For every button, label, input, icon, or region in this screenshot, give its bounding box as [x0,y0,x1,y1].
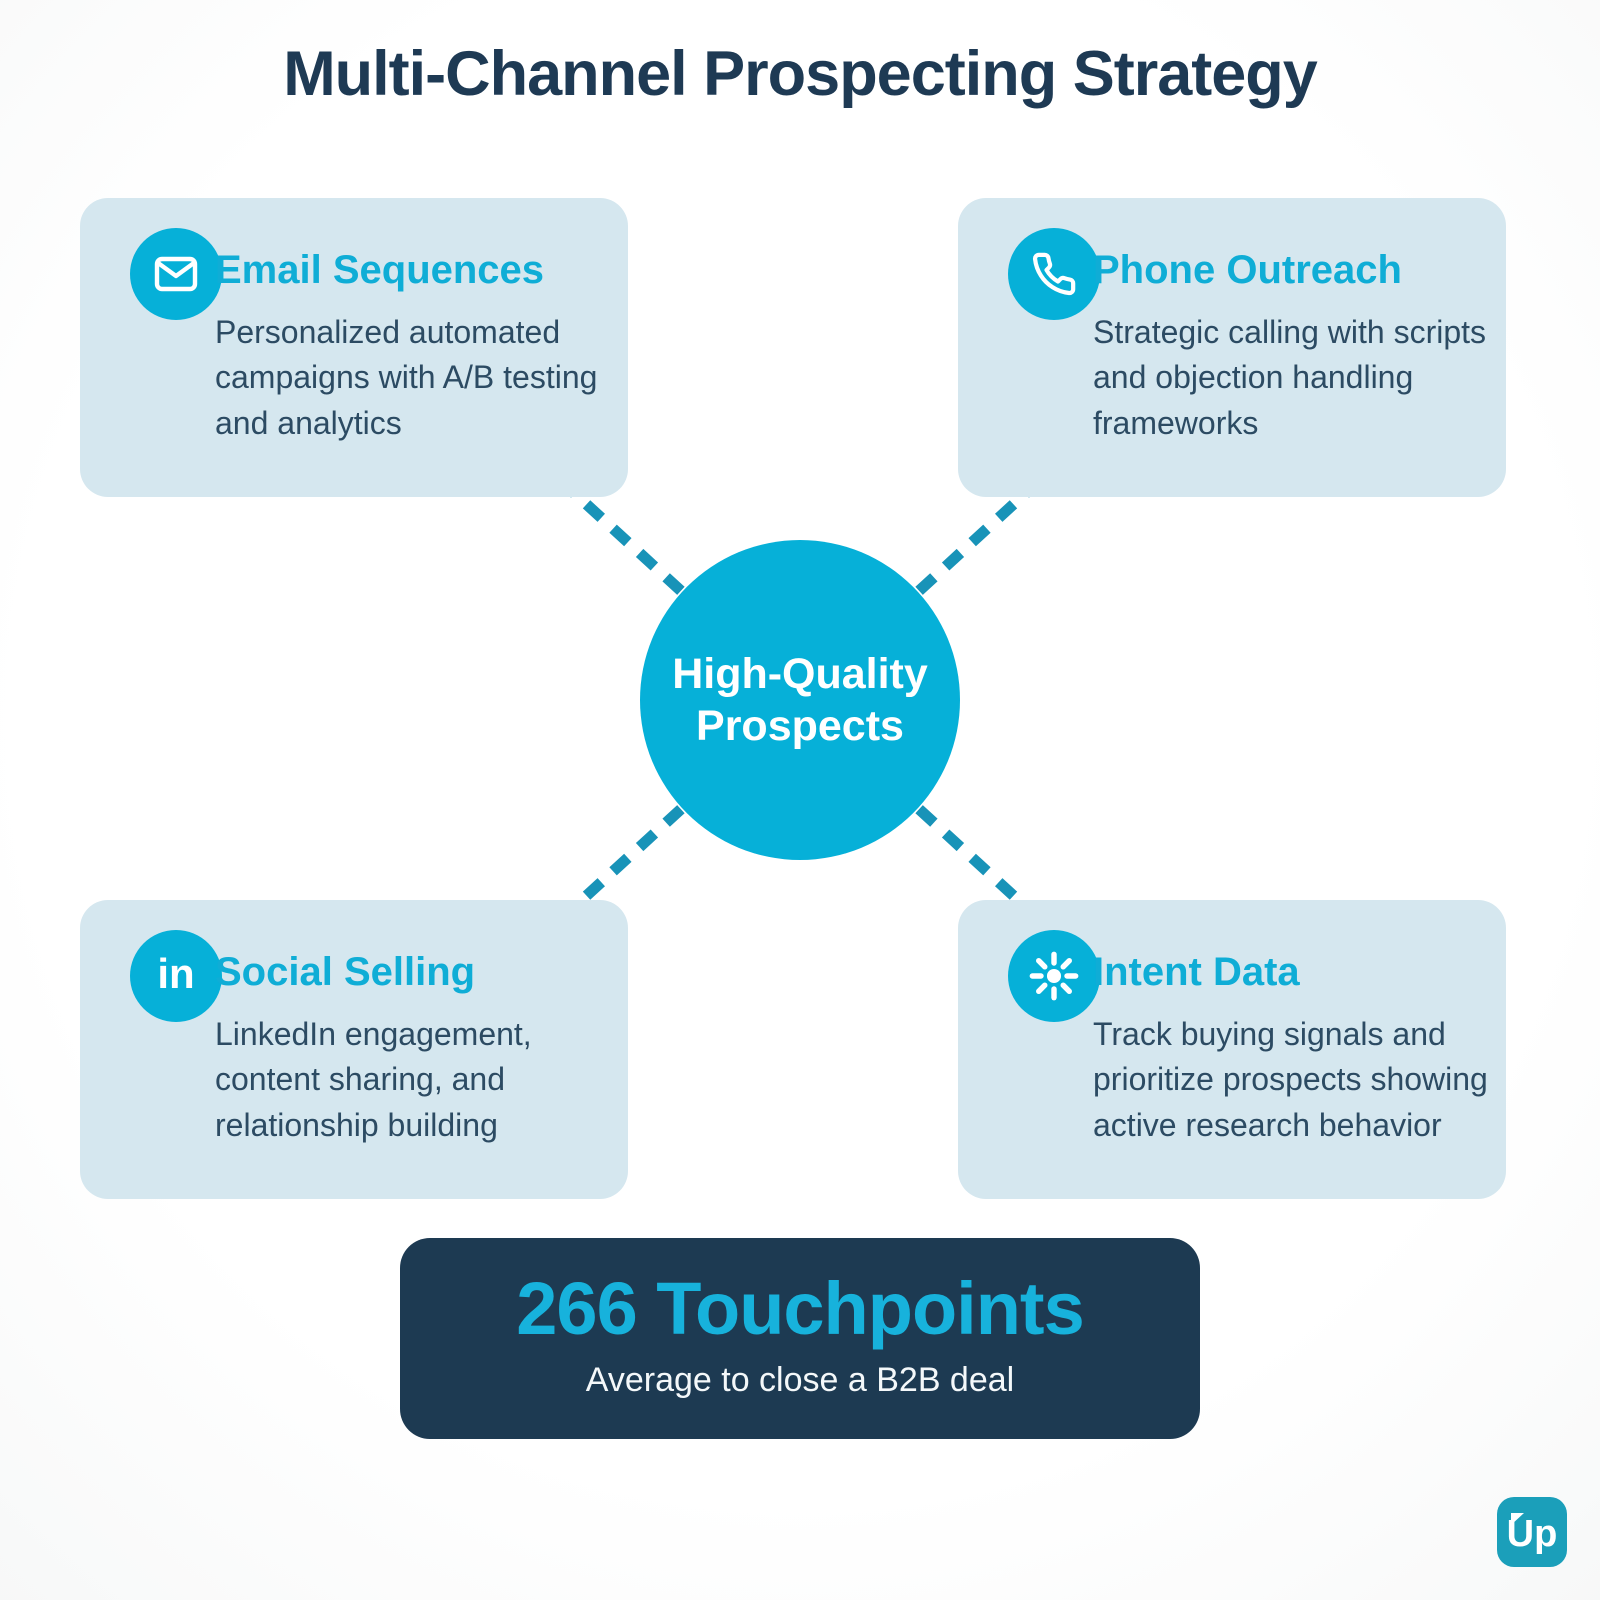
card-title: Social Selling [215,950,476,994]
stat-caption: Average to close a B2B deal [585,1361,1015,1400]
card-description: Personalized automated campaigns with A/… [215,314,598,441]
card-description: Track buying signals and prioritize pros… [1093,1016,1488,1143]
up-logo-text: Up [1506,1513,1558,1555]
card-phone-outreach: Phone Outreach Strategic calling with sc… [958,198,1506,497]
card-title: Intent Data [1093,950,1300,994]
page-title: Multi-Channel Prospecting Strategy [283,39,1318,109]
card-description: LinkedIn engagement, content sharing, an… [215,1016,532,1143]
center-node-label: High-Quality Prospects [672,649,928,750]
stat-value: 266 Touchpoints [516,1267,1084,1351]
card-title: Phone Outreach [1093,248,1402,292]
card-intent-data: Intent Data Track buying signals and pri… [958,900,1506,1199]
phone-icon [1008,228,1100,320]
card-email-sequences: Email Sequences Personalized automated c… [80,198,628,497]
card-social-selling: in Social Selling LinkedIn engagement, c… [80,900,628,1199]
intent-signals-icon [1008,930,1100,1022]
linkedin-icon: in [130,930,222,1022]
card-description: Strategic calling with scripts and objec… [1093,314,1487,441]
up-logo: Up [1497,1497,1567,1567]
stat-banner: 266 Touchpoints Average to close a B2B d… [400,1238,1200,1439]
center-node: High-Quality Prospects [640,540,960,860]
svg-text:in: in [157,950,194,997]
email-icon [130,228,222,320]
up-logo-arrow-icon [1511,1513,1524,1525]
card-title: Email Sequences [215,248,545,292]
